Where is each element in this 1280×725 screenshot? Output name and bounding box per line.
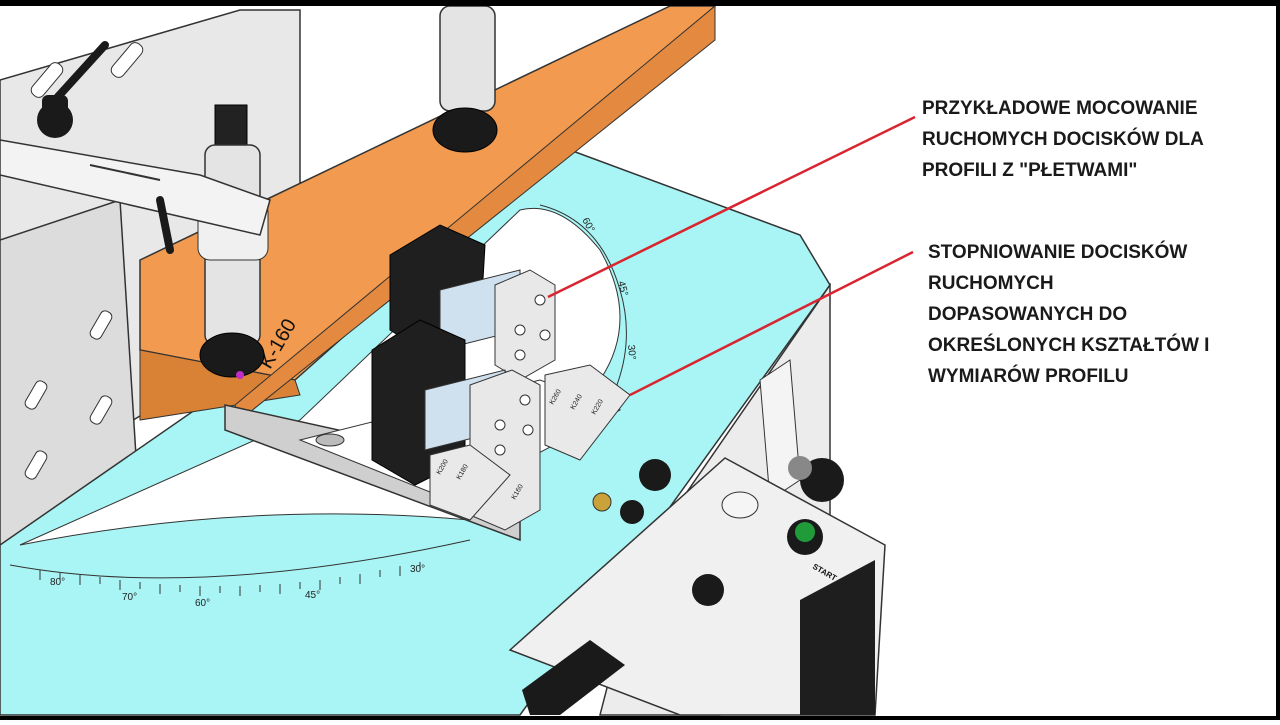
callout-text-mounting: PRZYKŁADOWE MOCOWANIE RUCHOMYCH DOCISKÓW… [922, 93, 1204, 186]
scale-label-80: 80° [50, 577, 65, 588]
front-scale-ticks [39, 562, 421, 596]
callout-leader-1 [547, 115, 916, 299]
front-scale-labels: 80° 70° 60° 45° 30° [50, 564, 425, 609]
frame-top-border [0, 0, 1280, 6]
callout-1-line-3: PROFILI Z "PŁETWAMI" [922, 160, 1138, 181]
scale-label-30: 30° [410, 564, 425, 575]
callout-2-line-1: STOPNIOWANIE DOCISKÓW [928, 242, 1188, 263]
stepped-plates [429, 364, 631, 521]
arc-label-45: 45° [615, 280, 630, 297]
callout-text-stepping: STOPNIOWANIE DOCISKÓW RUCHOMYCH DOPASOWA… [928, 237, 1209, 392]
vertical-cylinder-right [432, 5, 498, 153]
callout-leaders [547, 115, 916, 397]
callout-2-line-3: DOPASOWANYCH DO [928, 304, 1128, 325]
scale-label-70: 70° [122, 592, 137, 603]
frame-right-border [1276, 0, 1280, 720]
callout-2-line-2: RUCHOMYCH [928, 273, 1054, 294]
clamp-arm [0, 41, 271, 254]
callout-2-line-4: OKREŚLONYCH KSZTAŁTÓW I [928, 335, 1210, 356]
moving-clamp-upper [389, 224, 556, 381]
scale-label-45: 45° [305, 590, 320, 601]
arc-label-30: 30° [625, 344, 637, 360]
callout-1-line-1: PRZYKŁADOWE MOCOWANIE [922, 98, 1198, 119]
callout-2-line-5: WYMIARÓW PROFILU [928, 366, 1129, 387]
callout-1-line-2: RUCHOMYCH DOCISKÓW DLA [922, 129, 1204, 150]
frame-bottom-border [0, 716, 1280, 720]
callout-leader-2 [629, 250, 914, 397]
table-knobs [592, 459, 671, 524]
control-panel: START [508, 457, 886, 716]
scale-label-60: 60° [195, 598, 210, 609]
